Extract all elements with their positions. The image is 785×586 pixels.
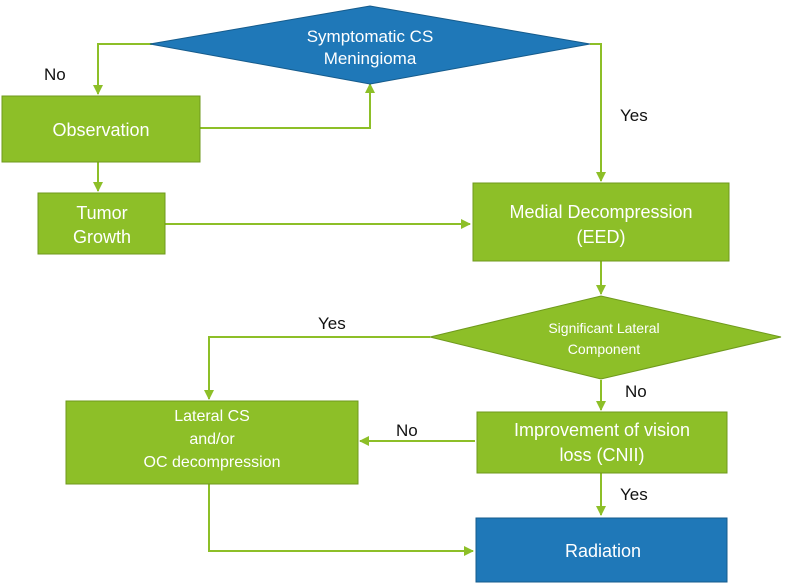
edge-label-no: No [396,421,418,440]
node-medial-decompression: Medial Decompression (EED) [472,182,730,262]
node-label-line: Significant Lateral [548,320,659,336]
node-label-line: Tumor [76,203,127,223]
edge-symptomatic-to-observation [93,43,152,95]
node-label-line: Observation [52,120,149,140]
edge-symptomatic-to-medial [590,43,606,182]
edge-observation-to-symptomatic [200,83,375,129]
process-box [1,95,201,163]
terminal-box [475,517,728,583]
decision-diamond [429,295,782,380]
node-label-line: Radiation [565,541,641,561]
node-label-line: (EED) [577,227,626,247]
edge-lateral-decision-to-lateral-cs [204,336,430,400]
node-label-line: Symptomatic CS [307,27,434,46]
edge-label-no: No [44,65,66,84]
node-improvement-of-vision-loss: Improvement of vision loss (CNII) [476,411,728,474]
edge-label-yes: Yes [620,106,648,125]
node-label-line: Growth [73,227,131,247]
node-label-line: Meningioma [324,49,417,68]
decision-diamond [149,5,591,85]
node-label-line: Component [568,341,640,357]
process-box [472,182,730,262]
node-label-line: Medial Decompression [509,202,692,222]
edge-labels: No Yes Yes No No Yes [44,65,648,504]
node-label-line: Lateral CS [174,408,250,425]
process-box [476,411,728,474]
node-observation: Observation [1,95,201,163]
edge-label-yes: Yes [318,314,346,333]
node-label-line: loss (CNII) [560,445,645,465]
node-label-line: Improvement of vision [514,420,690,440]
node-symptomatic-cs-meningioma: Symptomatic CS Meningioma [149,5,591,85]
process-box [65,400,359,485]
node-significant-lateral-component: Significant Lateral Component [429,295,782,380]
node-tumor-growth: Tumor Growth [37,192,166,255]
process-box [37,192,166,255]
node-lateral-cs-decompression: Lateral CS and/or OC decompression [65,400,359,485]
edge-lateral-cs-to-radiation [208,484,474,556]
node-label-line: and/or [189,431,235,448]
edge-label-no: No [625,382,647,401]
node-radiation: Radiation [475,517,728,583]
edge-label-yes: Yes [620,485,648,504]
node-label-line: OC decompression [144,454,281,471]
edges [93,43,606,556]
